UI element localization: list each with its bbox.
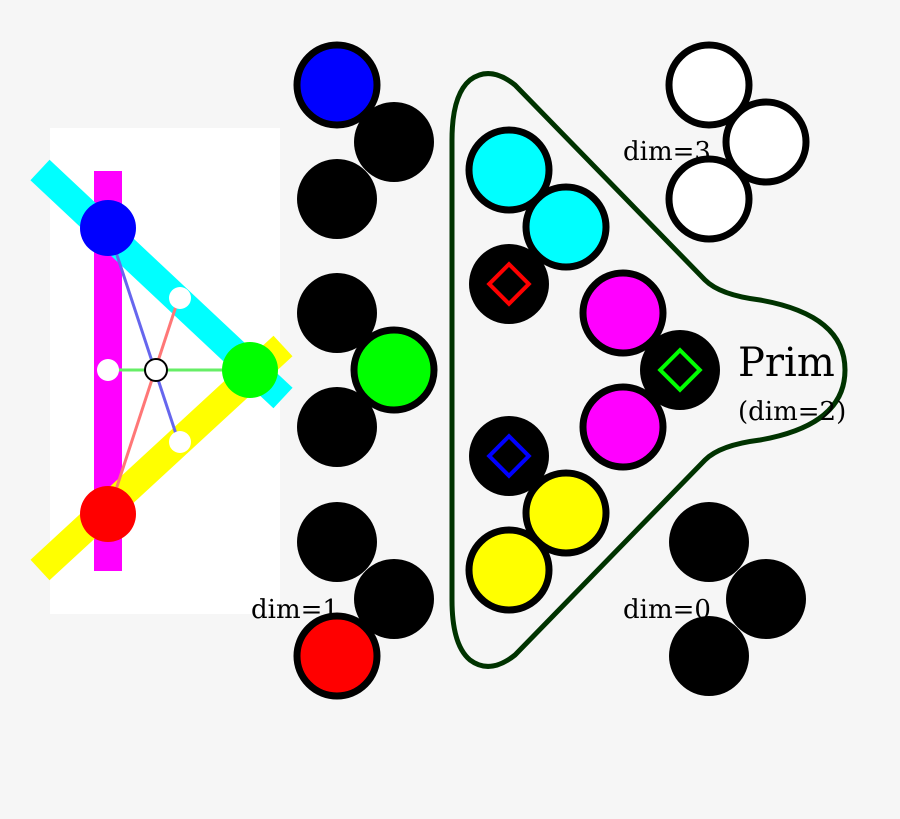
red-diamond-icon — [486, 261, 532, 307]
ball-white — [665, 41, 753, 129]
dim1-label: dim=1 — [251, 595, 339, 625]
centroid — [144, 358, 168, 382]
ball-black — [469, 416, 549, 496]
ball-blue — [293, 41, 381, 129]
ball-green — [350, 326, 438, 414]
prim-outline — [449, 71, 848, 669]
ball-black — [354, 102, 434, 182]
vertex-blue — [80, 200, 136, 256]
dim3-label: dim=3 — [623, 137, 711, 167]
prim-balls — [465, 126, 720, 614]
ball-black — [297, 273, 377, 353]
ball-black — [354, 559, 434, 639]
ball-yellow — [522, 469, 610, 557]
ball-white — [722, 98, 810, 186]
blue-diamond-icon — [486, 433, 532, 479]
vertex-green — [222, 342, 278, 398]
ball-black — [469, 244, 549, 324]
dim3-group — [665, 41, 810, 243]
blue-median — [106, 227, 180, 441]
midpoint-yellow — [169, 431, 191, 453]
dim0-label: dim=0 — [623, 595, 711, 625]
ball-cyan — [465, 126, 553, 214]
ball-black — [640, 330, 720, 410]
ball-white — [665, 155, 753, 243]
green-diamond-icon — [657, 347, 703, 393]
prim-subtitle: (dim=2) — [738, 397, 846, 427]
red-median — [106, 299, 180, 515]
midpoint-cyan — [169, 287, 191, 309]
vertex-red — [80, 486, 136, 542]
ball-black — [297, 502, 377, 582]
ball-black — [669, 616, 749, 696]
ball-cyan — [522, 183, 610, 271]
ball-black — [297, 159, 377, 239]
ball-magenta — [579, 269, 667, 357]
prim-title: Prim — [738, 340, 835, 386]
midpoint-magenta — [97, 359, 119, 381]
dim0-group — [669, 502, 806, 696]
geometry-figure — [30, 159, 293, 581]
ball-red — [293, 612, 381, 700]
ball-black — [297, 387, 377, 467]
ball-yellow — [465, 526, 553, 614]
ball-black — [726, 559, 806, 639]
ball-magenta — [579, 383, 667, 471]
dim1-column — [293, 41, 438, 700]
ball-black — [669, 502, 749, 582]
